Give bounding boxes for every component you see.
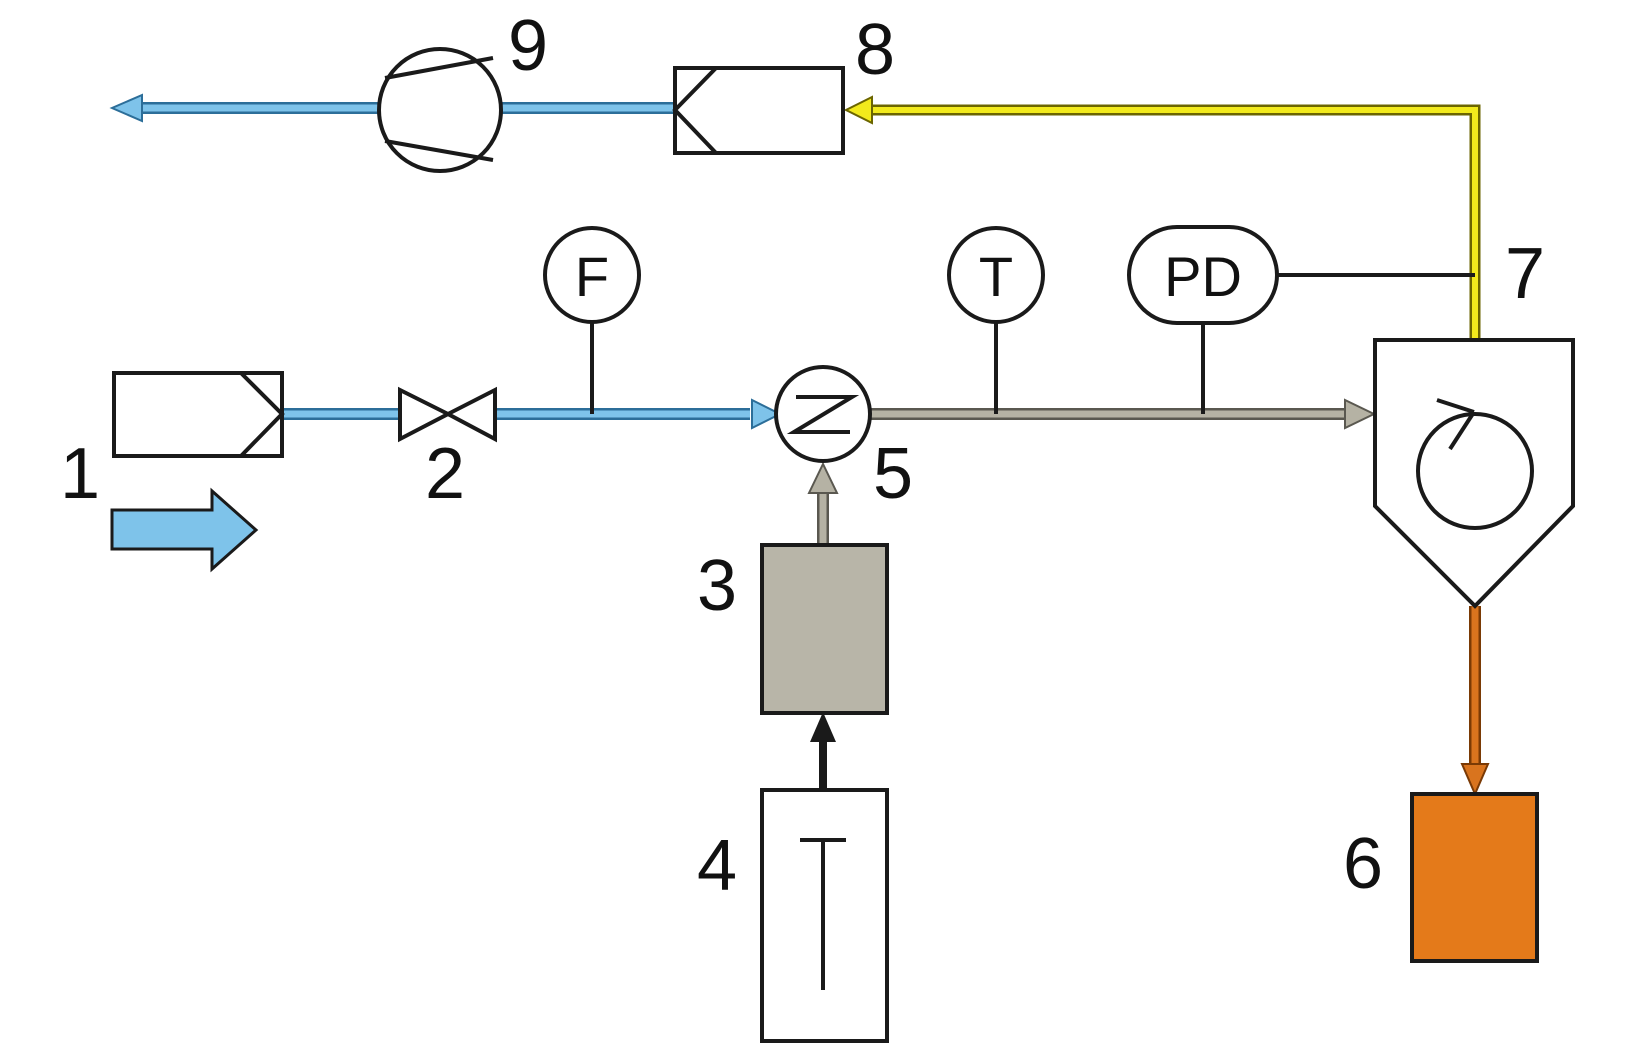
component-4-tank [760, 788, 889, 1043]
air-outlet-line [109, 93, 675, 123]
outlet-filter [672, 66, 845, 155]
label-8: 8 [855, 10, 895, 90]
flow-indicator-letter: F [575, 245, 609, 308]
product-arrowhead [1460, 763, 1490, 797]
feed-arrowhead [807, 461, 839, 494]
heat-exchanger [774, 365, 872, 463]
component-6-container [1410, 792, 1539, 963]
flow-indicator: F [543, 226, 641, 414]
temperature-indicator-letter: T [979, 245, 1013, 308]
line-4-to-3 [810, 712, 836, 790]
label-3: 3 [697, 546, 737, 626]
label-1: 1 [60, 434, 100, 514]
outlet-arrowhead [109, 93, 143, 123]
pressure-difference-indicator: PD [1127, 225, 1475, 414]
flow-direction-arrow [110, 487, 259, 573]
label-5: 5 [873, 434, 913, 514]
feed-line-3-to-5 [807, 461, 839, 543]
label-4: 4 [697, 826, 737, 906]
cyclone-separator [1373, 338, 1575, 609]
air-intake-filter [112, 371, 285, 458]
temperature-indicator: T [947, 226, 1045, 414]
air-line-arrowhead [751, 398, 783, 430]
air-inlet-line [280, 398, 783, 430]
exhaust-line [843, 95, 1481, 340]
component-3-block [760, 543, 889, 715]
blower-fan [377, 47, 503, 173]
label-6: 6 [1343, 824, 1383, 904]
product-line [1460, 606, 1490, 797]
label-7: 7 [1505, 234, 1545, 314]
hot-gas-line [870, 398, 1377, 430]
label-2: 2 [425, 434, 465, 514]
black-arrowhead [810, 712, 836, 742]
label-9: 9 [508, 6, 548, 86]
gas-line-arrowhead [1344, 398, 1377, 430]
valve [398, 386, 497, 443]
pressure-difference-indicator-letters: PD [1164, 245, 1242, 308]
exhaust-arrowhead [843, 95, 873, 125]
